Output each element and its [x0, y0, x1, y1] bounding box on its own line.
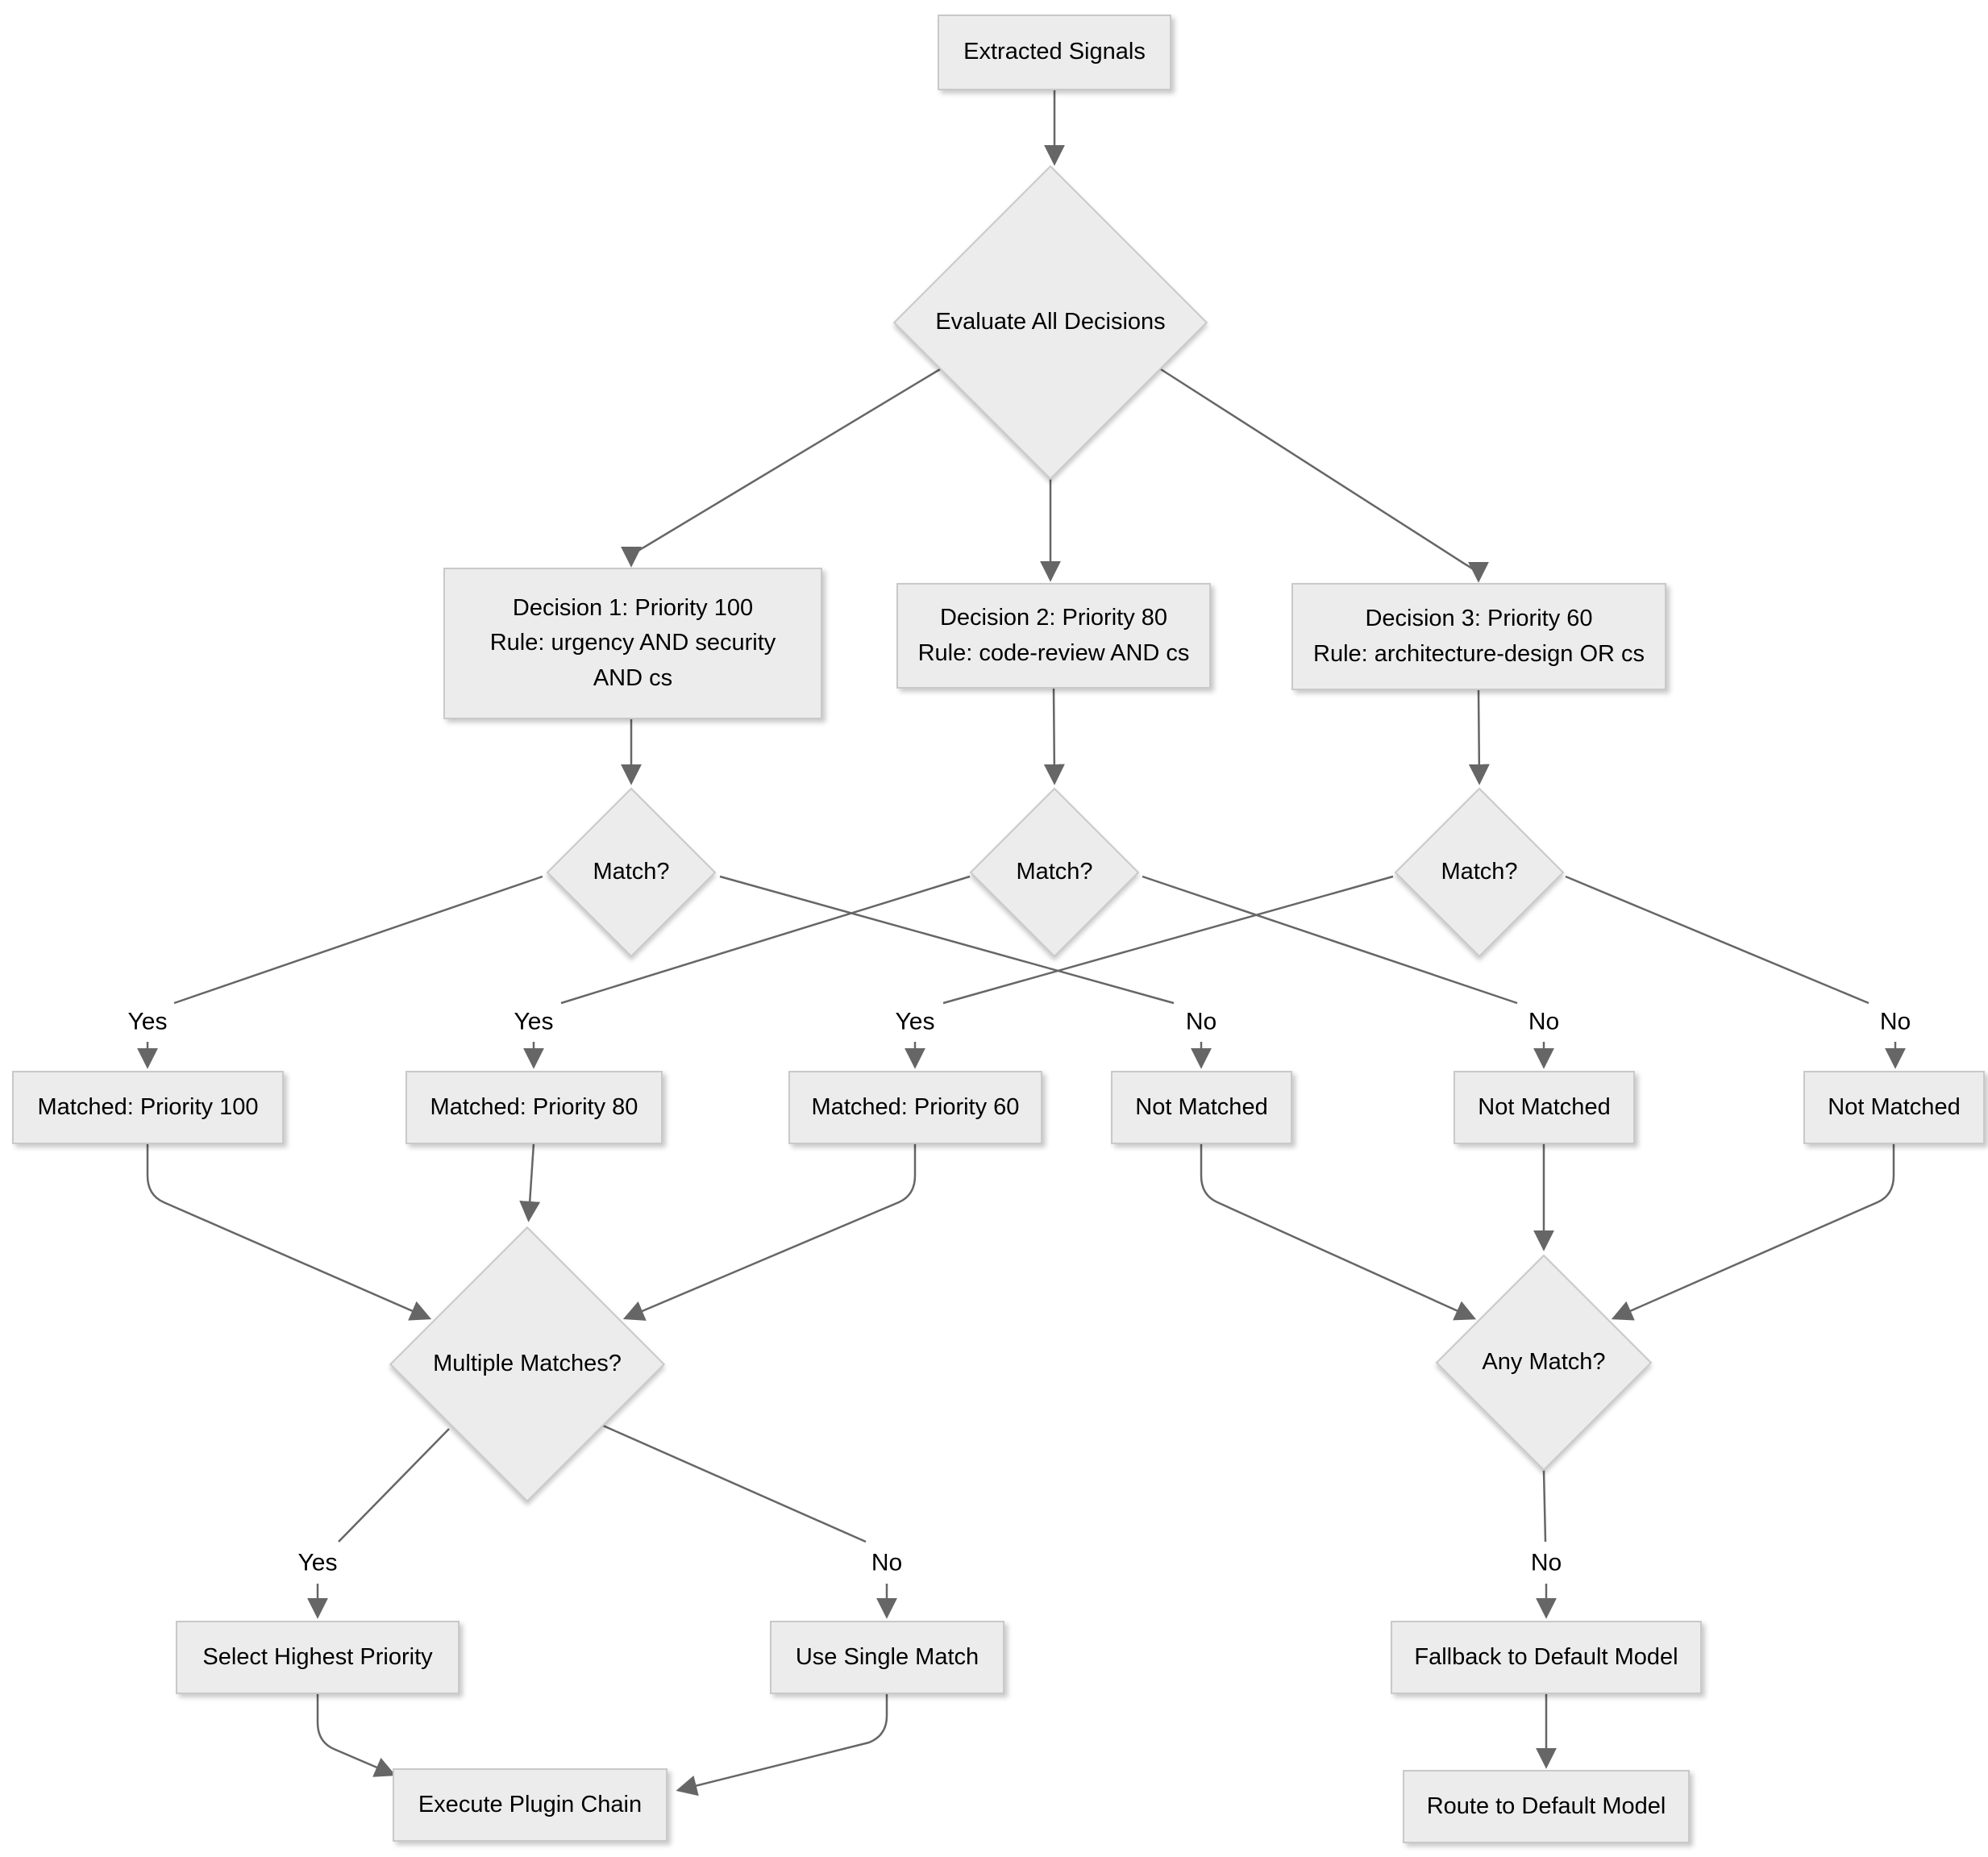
node-select-highest-priority: Select Highest Priority	[176, 1621, 460, 1694]
edge-label-match2-no: No	[1524, 1008, 1563, 1035]
edge-label-match3-no: No	[1876, 1008, 1915, 1035]
node-match-3: Match?	[1394, 786, 1565, 959]
edge-label-multiple-no: No	[867, 1549, 906, 1576]
edge-match3-no-line	[1565, 875, 1869, 1005]
edge-select-execute	[316, 1694, 397, 1777]
node-any-match: Any Match?	[1434, 1254, 1653, 1472]
node-label: Match?	[593, 859, 670, 885]
node-decision-3: Decision 3: Priority 60 Rule: architectu…	[1291, 583, 1666, 690]
node-match-2: Match?	[969, 786, 1140, 959]
node-label: Extracted Signals	[963, 39, 1146, 65]
node-label: Match?	[1441, 859, 1518, 885]
node-label-line: Rule: urgency AND security	[489, 630, 776, 656]
node-label: Not Matched	[1478, 1093, 1611, 1120]
edge-label-match1-no: No	[1182, 1008, 1221, 1035]
edge-match1-yes-line	[173, 875, 543, 1005]
edge-match1-no-line	[719, 875, 1175, 1005]
edge-single-execute	[676, 1694, 888, 1797]
node-label: Evaluate All Decisions	[935, 309, 1166, 335]
edge-notmatched3-anymatch	[1611, 1143, 1895, 1321]
edge-match2-no-line	[1142, 875, 1518, 1005]
node-label: Route to Default Model	[1426, 1792, 1666, 1819]
node-execute-plugin-chain: Execute Plugin Chain	[393, 1768, 668, 1842]
node-label: Fallback to Default Model	[1414, 1643, 1678, 1670]
edge-multiple-no-line	[602, 1424, 867, 1543]
edge-label-anymatch-no: No	[1527, 1549, 1566, 1576]
node-label-line: Decision 2: Priority 80	[939, 605, 1168, 631]
node-not-matched-1: Not Matched	[1111, 1071, 1292, 1144]
node-label: Execute Plugin Chain	[418, 1791, 643, 1817]
node-label: Not Matched	[1828, 1093, 1961, 1120]
node-label-line: Rule: architecture-design OR cs	[1313, 640, 1645, 667]
edge-evaluate-decision3	[1160, 368, 1489, 583]
node-multiple-matches: Multiple Matches?	[389, 1226, 666, 1503]
edge-matched100-multiple	[146, 1143, 432, 1321]
edge-anymatch-no-line	[1542, 1469, 1547, 1543]
node-matched-priority-60: Matched: Priority 60	[788, 1071, 1042, 1144]
edge-match2-yes-line	[560, 875, 971, 1005]
edge-multiple-yes-line	[338, 1428, 450, 1543]
node-extracted-signals: Extracted Signals	[938, 15, 1171, 90]
node-label: Not Matched	[1135, 1093, 1268, 1120]
node-label-line: AND cs	[593, 664, 673, 691]
node-matched-priority-100: Matched: Priority 100	[12, 1071, 284, 1144]
node-label: Matched: Priority 100	[37, 1093, 259, 1120]
edge-evaluate-decision1	[621, 368, 941, 568]
edge-matched60-multiple	[622, 1143, 917, 1321]
node-label: Select Highest Priority	[202, 1643, 433, 1670]
node-route-to-default-model: Route to Default Model	[1403, 1770, 1690, 1843]
node-label: Multiple Matches?	[433, 1351, 622, 1377]
node-label-line: Decision 3: Priority 60	[1365, 606, 1593, 631]
node-match-1: Match?	[546, 786, 717, 959]
node-not-matched-2: Not Matched	[1454, 1071, 1635, 1144]
node-label-line: Rule: code-review AND cs	[917, 639, 1190, 666]
node-fallback-to-default-model: Fallback to Default Model	[1391, 1621, 1702, 1694]
edge-label-match1-yes: Yes	[124, 1008, 171, 1035]
node-evaluate-all-decisions: Evaluate All Decisions	[892, 164, 1208, 481]
node-label: Matched: Priority 80	[430, 1093, 638, 1120]
node-label-line: Decision 1: Priority 100	[512, 594, 754, 621]
node-label: Any Match?	[1482, 1349, 1606, 1376]
node-use-single-match: Use Single Match	[770, 1621, 1004, 1694]
node-label: Use Single Match	[795, 1643, 979, 1670]
node-decision-2: Decision 2: Priority 80 Rule: code-revie…	[896, 583, 1211, 689]
edge-label-match3-yes: Yes	[892, 1008, 938, 1035]
edge-label-multiple-yes: Yes	[294, 1549, 341, 1576]
edge-label-match2-yes: Yes	[510, 1008, 557, 1035]
node-label: Matched: Priority 60	[811, 1093, 1020, 1120]
node-matched-priority-80: Matched: Priority 80	[406, 1071, 663, 1144]
edge-match3-yes-line	[942, 875, 1394, 1005]
node-not-matched-3: Not Matched	[1803, 1071, 1985, 1144]
edge-matched80-multiple	[519, 1143, 541, 1222]
node-label: Match?	[1016, 859, 1093, 885]
node-decision-1: Decision 1: Priority 100 Rule: urgency A…	[443, 568, 822, 719]
edge-notmatched1-anymatch	[1200, 1143, 1477, 1321]
